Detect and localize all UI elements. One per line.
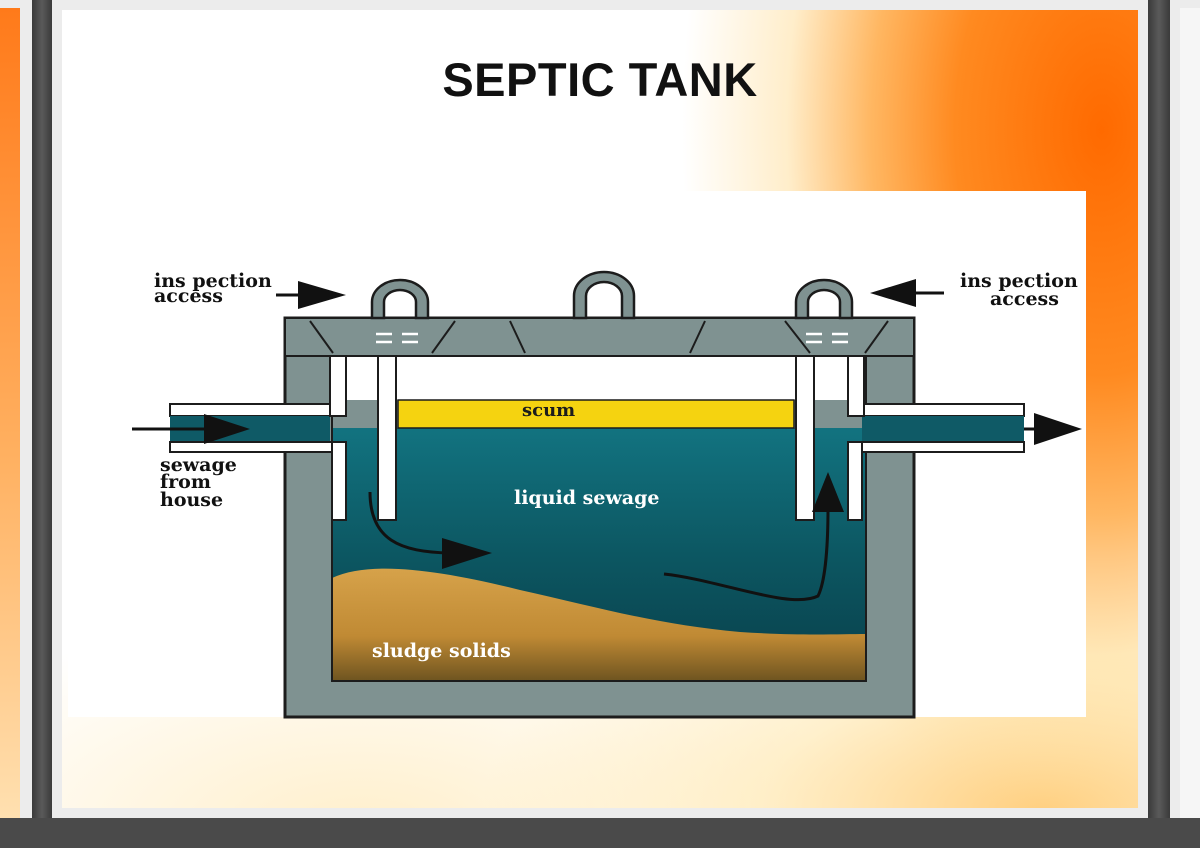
outlet-pipe [847,355,1025,521]
adjacent-slide-edge-left [0,8,20,818]
label-inspection-left-2: access [154,285,223,307]
hatch-mark-right [806,332,848,344]
frame-divider-right [1148,0,1170,820]
label-sewage-1: sewage [160,454,237,476]
air-gap [332,356,866,400]
sludge-layer [332,568,866,681]
hatch-mark-left [376,332,418,344]
bottom-bar [0,818,1200,848]
label-inspection-right-2: access [990,288,1059,310]
lid-handle-right [794,278,854,320]
adjacent-slide-edge-right [1180,8,1200,818]
inlet-baffle [377,355,397,521]
label-inspection-right-1: ins pection [960,270,1078,292]
lid-handle-center [572,270,636,320]
lid-handle-left [370,278,430,320]
inspection-arrow-left [276,281,346,309]
label-sludge-solids: sludge solids [372,640,511,662]
outflow-arrow [1024,413,1082,445]
label-liquid-sewage: liquid sewage [514,487,659,509]
frame-divider-left [32,0,52,820]
scum-layer [397,399,795,429]
outlet-baffle [795,355,815,521]
tank-lid [284,317,915,357]
flow-arrow-up [663,472,844,602]
inspection-arrow-right [870,279,944,307]
label-sewage-2: from [160,471,211,493]
label-scum: scum [522,400,575,421]
inflow-arrow [132,414,250,444]
slide-title: SEPTIC TANK [442,53,758,106]
label-sewage-3: house [160,489,223,511]
flow-arrow-down [368,491,492,569]
label-inspection-left-1: ins pection [154,270,272,292]
